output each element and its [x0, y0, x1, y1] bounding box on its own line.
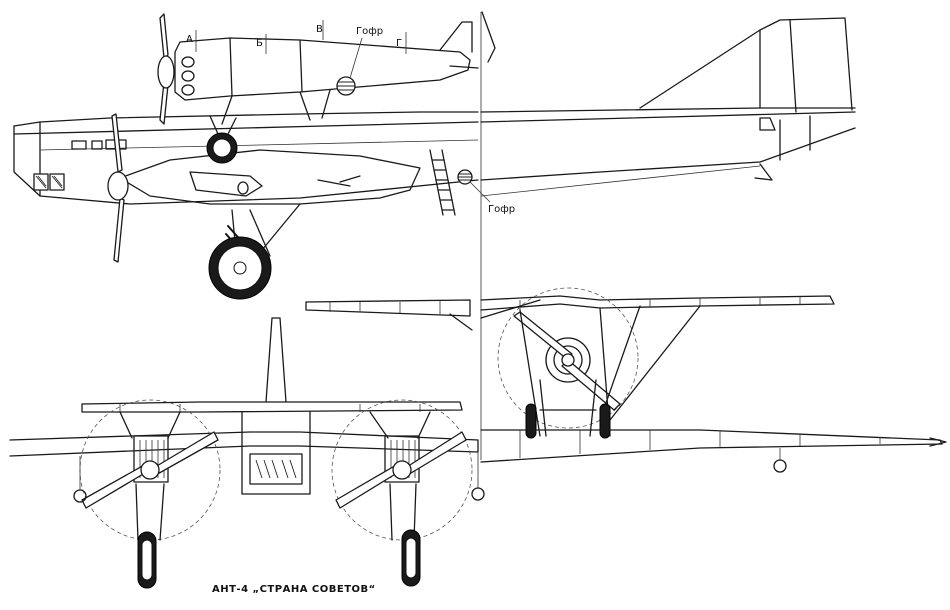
section-label-a: А — [186, 34, 193, 45]
side-view-ladder — [429, 149, 456, 216]
gofr-label-bottom: Гофр — [488, 204, 515, 215]
side-view-hatched-panels — [33, 173, 65, 191]
side-view-landing-gear — [206, 115, 301, 300]
front-view — [9, 317, 485, 589]
side-view-lower-engine-nacelle — [107, 113, 421, 263]
side-view-fuselage-front — [13, 111, 479, 216]
drawing-caption: АНТ-4 „СТРАНА СОВЕТОВ“ — [212, 584, 376, 595]
side-view: А Б В Г Гофр Гофр — [13, 11, 856, 460]
side-view-rear-fuselage — [480, 12, 856, 460]
front-view-left-engine — [79, 399, 221, 589]
section-label-g: Г — [396, 38, 402, 49]
gofr-label-top: Гофр — [356, 26, 383, 37]
plan-view — [305, 287, 947, 473]
section-label-v: В — [316, 24, 323, 35]
side-view-upper-engine-nacelle — [157, 11, 496, 125]
front-view-right-engine — [331, 399, 473, 587]
section-label-b: Б — [256, 38, 263, 49]
